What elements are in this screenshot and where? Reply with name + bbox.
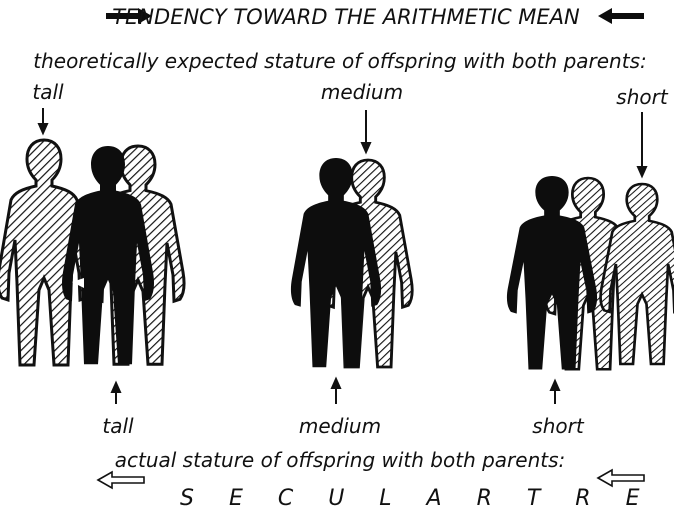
- figure-group-tall: [0, 140, 184, 365]
- bottom-caption: actual stature of offspring with both pa…: [115, 448, 566, 472]
- arrow-down-icon-short: [638, 112, 646, 176]
- bottom-label-medium: medium: [299, 414, 381, 438]
- title-group: TENDENCY TOWARD THE ARITHMETIC MEAN: [106, 5, 644, 29]
- arrow-down-icon-tall: [39, 108, 47, 133]
- figure-group-short: [507, 176, 674, 370]
- hollow-left-arrow-icon-left: [98, 472, 144, 488]
- left-pointing-arrow-icon: [598, 8, 644, 24]
- secular-trend-label: S E C U L A R T R E N D: [180, 486, 674, 511]
- arrow-up-icon-tall: [112, 383, 120, 404]
- page-title: TENDENCY TOWARD THE ARITHMETIC MEAN: [112, 5, 580, 29]
- arrow-up-icon-medium: [332, 379, 340, 404]
- top-caption: theoretically expected stature of offspr…: [33, 49, 646, 73]
- bottom-label-short: short: [532, 414, 585, 438]
- hollow-left-arrow-icon-right: [598, 470, 644, 486]
- top-label-short: short: [616, 85, 669, 109]
- figure-group-medium: [291, 158, 412, 367]
- top-label-medium: medium: [321, 80, 403, 104]
- arrow-up-icon-short: [551, 381, 559, 404]
- bottom-label-tall: tall: [102, 414, 134, 438]
- top-label-tall: tall: [32, 80, 64, 104]
- arrow-down-icon-medium: [362, 110, 370, 152]
